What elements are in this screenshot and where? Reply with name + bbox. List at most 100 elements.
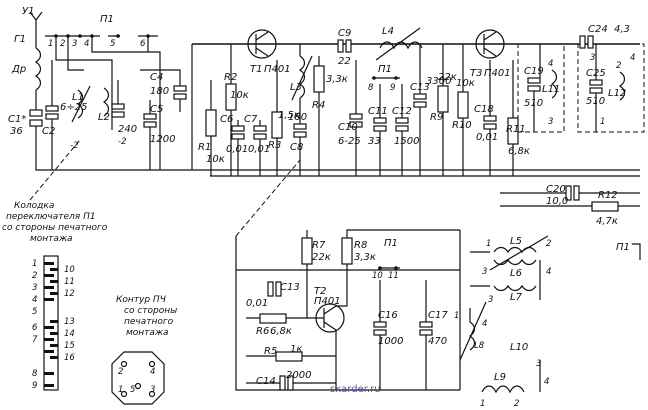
note-switch-2: переключателя П1 bbox=[6, 212, 96, 222]
value-c8: 180 bbox=[288, 112, 307, 123]
value-r6: 6,8к bbox=[270, 326, 292, 337]
switch-pin-7: 7 bbox=[32, 335, 38, 345]
note-if-1: Контур ПЧ bbox=[116, 295, 166, 305]
t3-stage: Т3 П401 С18 0,01 R11 6,8к bbox=[470, 29, 530, 176]
value-c5: 1200 bbox=[150, 134, 175, 145]
socket-pin-5: 5 bbox=[130, 385, 135, 395]
output-coils: 1 L5 2 3 L6 4 L7 1 L8 L10 L9 1 2 3 4 3 4… bbox=[454, 230, 641, 409]
socket-pin-1: 1 bbox=[118, 385, 123, 395]
note-if-2: со стороны bbox=[124, 306, 177, 316]
pin-p1-8: 8 bbox=[368, 83, 374, 93]
label-l9: L9 bbox=[494, 372, 506, 383]
label-p1-top: П1 bbox=[100, 14, 114, 25]
switch-pin-5: 5 bbox=[32, 307, 37, 317]
switch-pin-12: 12 bbox=[64, 289, 75, 299]
value-c2: 6÷25 bbox=[60, 102, 87, 113]
pin-p1-11: 11 bbox=[388, 271, 399, 281]
t1-stage: Т1 П401 R1 10к R2 10к С6 0,01 С7 0,01 R3… bbox=[198, 29, 300, 176]
label-r5: R5 bbox=[264, 346, 277, 357]
label-c20: С20 bbox=[546, 184, 566, 195]
label-c13b: С13 bbox=[280, 282, 300, 293]
leader-left bbox=[29, 139, 81, 201]
c2-minus: -2 bbox=[70, 141, 78, 151]
label-c24: С24 bbox=[588, 24, 608, 35]
label-l5: L5 bbox=[510, 236, 522, 247]
label-l8: L8 bbox=[474, 341, 485, 351]
value-c6: 0,01 bbox=[226, 144, 248, 155]
watermark: sxarder.ru bbox=[330, 384, 381, 395]
value-r9: 22к bbox=[438, 72, 457, 83]
label-c9: С9 bbox=[338, 28, 351, 39]
value-c14: 2000 bbox=[286, 370, 311, 381]
note-switch-3: со стороны печатного bbox=[2, 223, 108, 233]
label-c19: С19 bbox=[524, 66, 544, 77]
value-t2: П401 bbox=[314, 296, 341, 307]
label-c16: С16 bbox=[378, 310, 398, 321]
switch-pin-15: 15 bbox=[64, 341, 75, 351]
label-r3: R3 bbox=[268, 140, 281, 151]
l4-c9-c10: С9 22 L4 С10 6-25 bbox=[337, 26, 423, 176]
t2-stage: R7 22к R8 3,3к П1 10 11 Т2 П401 С13 0,01… bbox=[246, 229, 460, 391]
label-p1-bottom: П1 bbox=[384, 238, 398, 249]
pin-if-4a: 4 bbox=[630, 53, 635, 63]
switch-pin-strip: 1 2 3 4 5 6 7 8 9 10 11 12 13 14 15 16 bbox=[32, 255, 75, 391]
switch-pin-11: 11 bbox=[64, 277, 75, 287]
value-c9: 22 bbox=[338, 56, 351, 67]
switch-pin-1: 1 bbox=[32, 259, 37, 269]
label-r6: R6 bbox=[256, 326, 269, 337]
label-dr: Др bbox=[11, 64, 26, 75]
label-l10: L10 bbox=[510, 342, 528, 353]
label-p1-right: П1 bbox=[616, 242, 630, 253]
pin-coil-3: 3 bbox=[482, 267, 487, 277]
leader-mid bbox=[235, 159, 301, 237]
label-l12: L12 bbox=[608, 88, 626, 99]
label-t1: Т1 bbox=[250, 64, 262, 75]
antenna-input: У1 Г1 Др С1* 36 bbox=[8, 6, 640, 171]
value-r4: 3,3к bbox=[326, 74, 348, 85]
label-c6: С6 bbox=[220, 114, 233, 125]
value-c4: 180 bbox=[150, 86, 169, 97]
label-g1: Г1 bbox=[14, 34, 26, 45]
socket-pin-3: 3 bbox=[150, 385, 155, 395]
value-t3: П401 bbox=[484, 68, 511, 79]
pin-p1-10: 10 bbox=[372, 271, 383, 281]
label-l7: L7 bbox=[510, 292, 523, 303]
switch-block-note: Колодка переключателя П1 со стороны печа… bbox=[2, 201, 108, 244]
note-switch-1: Колодка bbox=[14, 201, 54, 211]
pin-p1-9: 9 bbox=[390, 83, 395, 93]
value-c17: 470 bbox=[428, 336, 447, 347]
pin-l9-2: 2 bbox=[514, 399, 519, 409]
label-c17: С17 bbox=[428, 310, 448, 321]
pin-coil-1: 1 bbox=[486, 239, 491, 249]
note-if-3: печатного bbox=[124, 317, 174, 327]
pin-tf: 4 bbox=[544, 377, 549, 387]
value-c24: 4,3 bbox=[614, 24, 630, 35]
label-l4: L4 bbox=[382, 26, 394, 37]
label-l2: L2 bbox=[98, 112, 110, 123]
label-r8: R8 bbox=[354, 240, 367, 251]
value-c16: 1000 bbox=[378, 336, 403, 347]
value-c20: 10,0 bbox=[546, 196, 568, 207]
l3-r4-c8: L3 R4 3,3к 180 С8 bbox=[288, 44, 348, 176]
value-c13: 3300 bbox=[426, 76, 451, 87]
value-c12: 1500 bbox=[394, 136, 419, 147]
bottom-rail bbox=[235, 236, 460, 391]
value-r5: 1к bbox=[290, 344, 302, 355]
value-r8: 3,3к bbox=[354, 252, 376, 263]
value-r2: 10к bbox=[230, 90, 249, 101]
label-c14: С14 bbox=[256, 376, 276, 387]
band-circuit: С2 6÷25 -2 L1 L2 240 -2 bbox=[42, 60, 137, 170]
value-r7: 22к bbox=[312, 252, 331, 263]
pin-coil-4: 4 bbox=[546, 267, 551, 277]
pin-ta: 3 bbox=[488, 295, 493, 305]
label-c1: С1* bbox=[8, 114, 26, 125]
label-r12: R12 bbox=[598, 190, 618, 201]
c13-r9-r10: С13 3300 R9 22к R10 10к bbox=[410, 44, 475, 176]
value-c13b: 0,01 bbox=[246, 298, 268, 309]
pin-top-6: 6 bbox=[140, 39, 146, 49]
pin-coil-2: 2 bbox=[546, 239, 551, 249]
pin-top-1: 1 bbox=[48, 39, 53, 49]
label-t2: Т2 bbox=[314, 286, 326, 297]
label-r11: R11 bbox=[506, 124, 526, 135]
switch-p1-mid: П1 8 9 С11 33 С12 1500 bbox=[368, 64, 419, 176]
